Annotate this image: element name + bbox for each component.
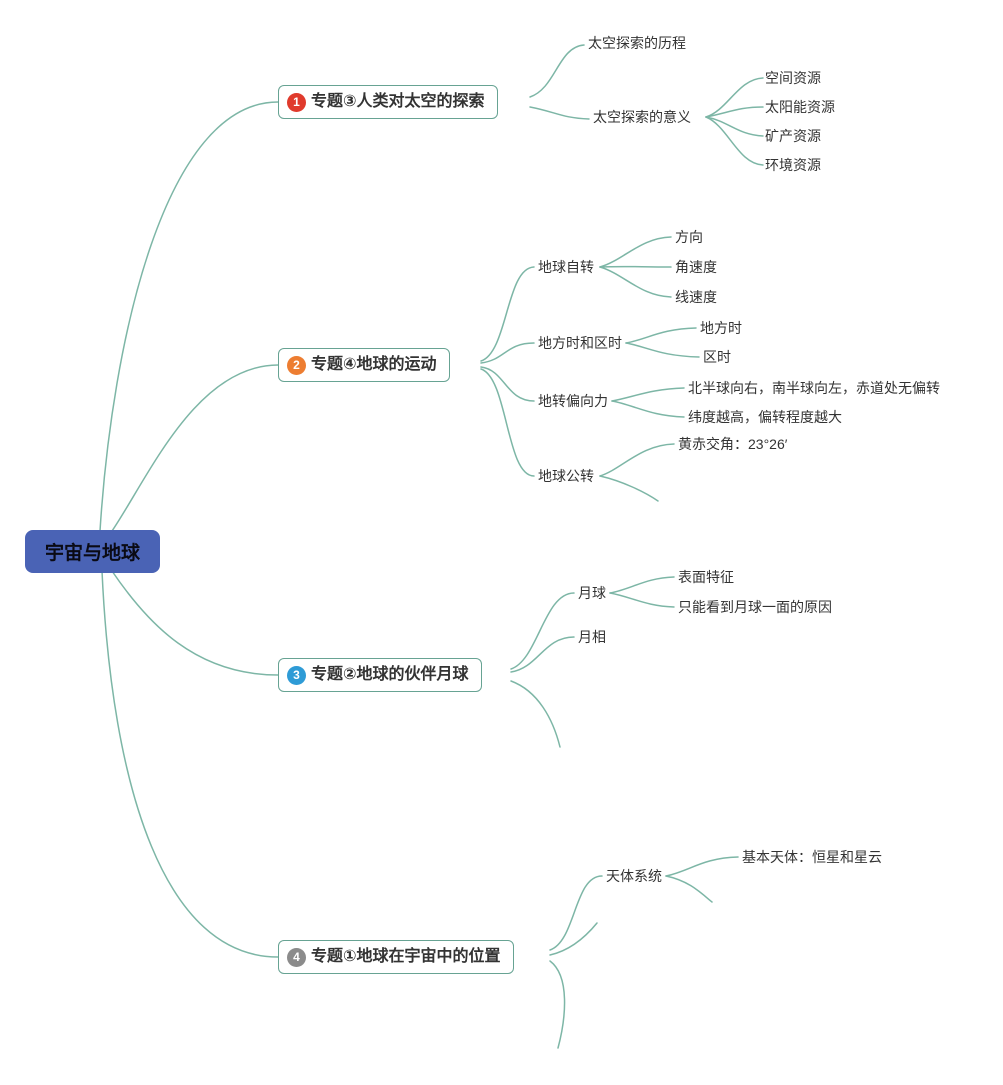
- topic-earth-revolution[interactable]: 地球公转: [538, 468, 594, 484]
- topic-coriolis-latitude[interactable]: 纬度越高，偏转程度越大: [688, 409, 842, 425]
- connector: [609, 576, 675, 594]
- connector: [529, 106, 590, 120]
- root-topic[interactable]: 宇宙与地球: [25, 530, 161, 573]
- topic-local-time[interactable]: 地方时: [700, 320, 742, 336]
- connector: [611, 387, 685, 402]
- topic-solar-resource[interactable]: 太阳能资源: [765, 99, 835, 115]
- topic-moon-phase[interactable]: 月相: [578, 629, 606, 645]
- connector: [625, 342, 700, 358]
- topic-box-earth-position[interactable]: 4 专题①地球在宇宙中的位置: [278, 940, 514, 974]
- topic-coriolis-force[interactable]: 地转偏向力: [538, 393, 608, 409]
- topic-celestial-system[interactable]: 天体系统: [606, 868, 662, 884]
- topic-box-space-exploration[interactable]: 1 专题③人类对太空的探索: [278, 85, 498, 119]
- topic-label: 专题④地球的运动: [311, 356, 437, 373]
- connector: [510, 592, 575, 670]
- connector: [665, 856, 739, 877]
- connector: [599, 475, 659, 502]
- connector-root-branch4: [101, 570, 279, 958]
- topic-basic-celestial-bodies[interactable]: 基本天体：恒星和星云: [742, 849, 882, 865]
- connector: [599, 236, 672, 268]
- connector: [705, 77, 764, 118]
- connector: [510, 636, 575, 673]
- topic-space-significance[interactable]: 太空探索的意义: [593, 109, 691, 125]
- topic-moon[interactable]: 月球: [578, 585, 606, 601]
- topic-coriolis-rule[interactable]: 北半球向右，南半球向左，赤道处无偏转: [688, 380, 940, 396]
- topic-box-moon[interactable]: 3 专题②地球的伙伴月球: [278, 658, 482, 692]
- connector: [549, 922, 598, 956]
- topic-earth-rotation[interactable]: 地球自转: [538, 259, 594, 275]
- connector: [599, 266, 672, 298]
- connector: [609, 592, 675, 608]
- connector: [705, 106, 764, 118]
- connector: [705, 116, 764, 137]
- connector: [480, 368, 535, 477]
- topic-ecliptic-obliquity[interactable]: 黄赤交角：23°26′: [678, 436, 788, 452]
- topic-zone-time[interactable]: 区时: [703, 349, 731, 365]
- connector: [480, 366, 535, 402]
- connector: [665, 875, 713, 903]
- topic-moon-one-side[interactable]: 只能看到月球一面的原因: [678, 599, 832, 615]
- connector-group: [99, 44, 764, 1049]
- connector: [549, 875, 603, 951]
- topic-local-zone-time[interactable]: 地方时和区时: [538, 335, 622, 351]
- connector: [705, 116, 764, 166]
- topic-label: 专题②地球的伙伴月球: [311, 666, 469, 683]
- topic-box-earth-motion[interactable]: 2 专题④地球的运动: [278, 348, 450, 382]
- connector: [549, 960, 566, 1049]
- topic-moon-surface[interactable]: 表面特征: [678, 569, 734, 585]
- connector: [625, 327, 697, 344]
- connector: [611, 400, 685, 418]
- connector: [529, 44, 585, 98]
- connector-root-branch3: [111, 570, 279, 676]
- connector: [510, 680, 561, 748]
- topic-space-resource[interactable]: 空间资源: [765, 70, 821, 86]
- topic-rotation-direction[interactable]: 方向: [675, 229, 703, 245]
- badge-1-icon: 1: [287, 92, 306, 112]
- topic-angular-velocity[interactable]: 角速度: [675, 259, 717, 275]
- connector-root-branch1: [99, 101, 279, 532]
- connector: [599, 443, 675, 477]
- topic-label: 专题①地球在宇宙中的位置: [311, 948, 501, 965]
- connector: [480, 266, 535, 362]
- badge-4-icon: 4: [287, 947, 306, 967]
- topic-environment-resource[interactable]: 环境资源: [765, 157, 821, 173]
- badge-2-icon: 2: [287, 355, 306, 375]
- connector: [480, 342, 535, 364]
- topic-label: 专题③人类对太空的探索: [311, 93, 485, 110]
- badge-3-icon: 3: [287, 665, 306, 685]
- topic-space-history[interactable]: 太空探索的历程: [588, 35, 686, 51]
- topic-linear-velocity[interactable]: 线速度: [675, 289, 717, 305]
- topic-mineral-resource[interactable]: 矿产资源: [765, 128, 821, 144]
- connector-root-branch2: [111, 364, 279, 532]
